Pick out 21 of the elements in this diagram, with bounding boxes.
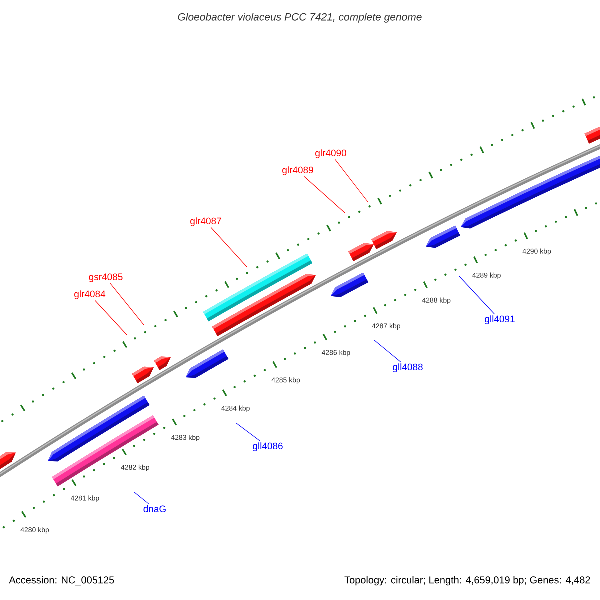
leader-line: [236, 422, 261, 442]
leader-line: [458, 276, 496, 315]
leader-line: [335, 159, 368, 202]
leader-line: [374, 340, 402, 363]
gene-label: glr4084: [74, 290, 106, 300]
leader-line: [94, 300, 128, 336]
leader-line: [304, 176, 346, 214]
leader-line: [210, 227, 248, 268]
gene-label: gll4088: [393, 364, 423, 372]
leader-line: [134, 492, 150, 505]
title: Gloeobacter violaceus PCC 7421, complete genome: [178, 13, 422, 23]
gene-label: glr4090: [316, 150, 346, 158]
leader-line: [110, 283, 144, 326]
gene-label: glr4089: [282, 166, 314, 176]
footer-text: Accession: NC_005125: [9, 576, 114, 586]
gene-label: dnaG: [144, 506, 166, 512]
gene-label: glr4087: [190, 218, 222, 226]
gene-label: gsr4085: [89, 274, 123, 282]
footer-text: Topology: circular; Length: 4,659,019 bp; Genes: 4,482: [344, 576, 590, 586]
gene-label: gll4086: [253, 442, 283, 452]
gene-label: gll4091: [485, 316, 515, 324]
